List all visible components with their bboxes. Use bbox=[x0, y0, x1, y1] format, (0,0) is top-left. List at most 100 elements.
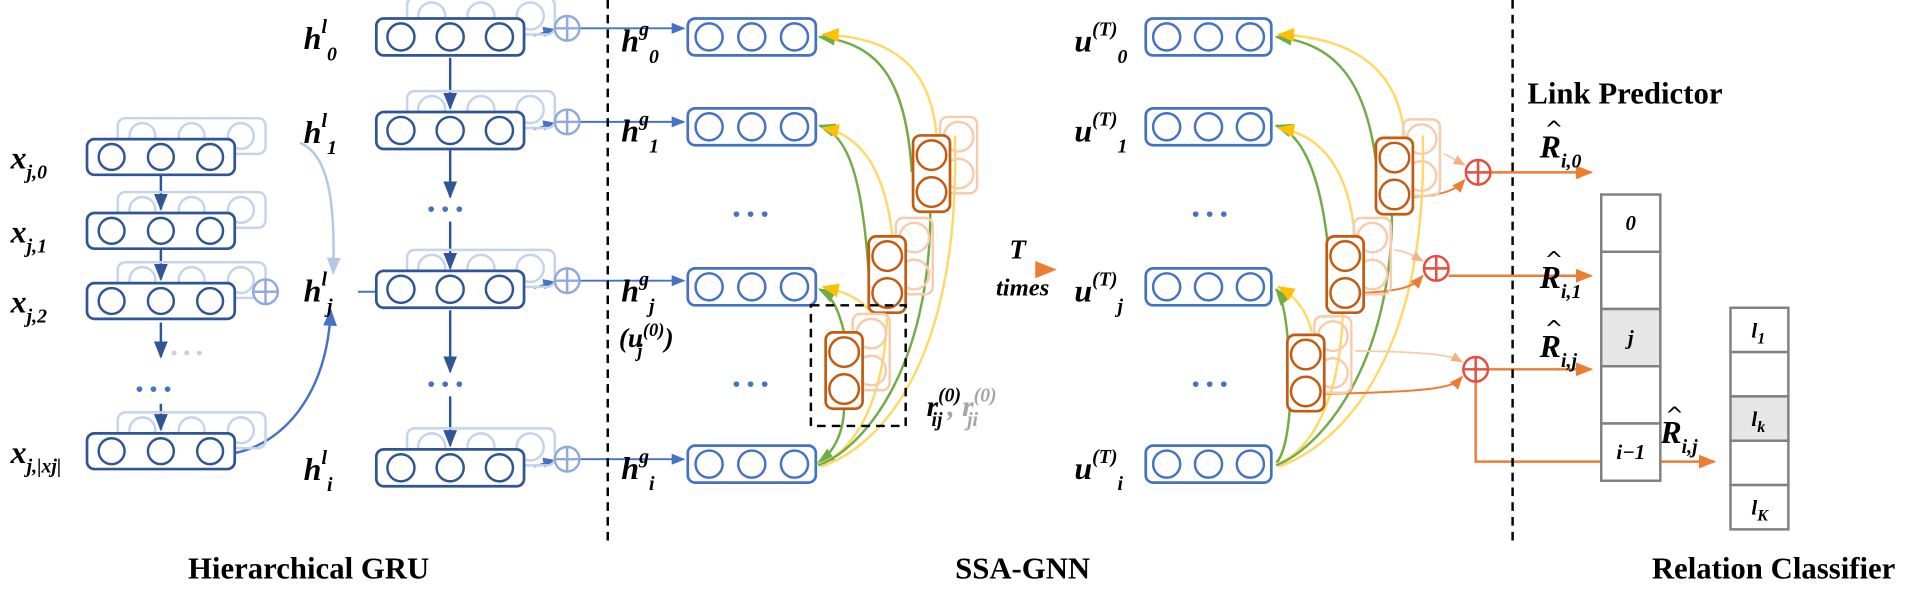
iteration-times-label: times bbox=[996, 274, 1049, 301]
neuron bbox=[1151, 112, 1182, 142]
plus-icon bbox=[1464, 158, 1492, 186]
label-base: R bbox=[1659, 414, 1681, 450]
neuron bbox=[1235, 112, 1266, 142]
edge-cell-uj bbox=[1285, 315, 1353, 413]
section-title-link-predictor: Link Predictor bbox=[1527, 76, 1722, 110]
math-label: xj,0 bbox=[10, 140, 47, 184]
local-hidden-vector bbox=[374, 89, 557, 151]
math-label: hlj bbox=[304, 269, 333, 318]
label-base: u bbox=[1074, 450, 1092, 486]
label-sub: 1 bbox=[1117, 136, 1127, 158]
hat-icon: ^ bbox=[1665, 402, 1684, 428]
neuron bbox=[694, 272, 724, 302]
global-node-vector bbox=[686, 444, 818, 484]
neuron bbox=[1289, 338, 1322, 371]
plus-icon bbox=[1462, 355, 1490, 383]
vector-box bbox=[374, 17, 526, 57]
neuron bbox=[386, 115, 416, 146]
updated-node-vector bbox=[1144, 17, 1273, 57]
neuron bbox=[97, 142, 126, 172]
neuron bbox=[146, 437, 176, 466]
arrow bbox=[817, 288, 846, 333]
label-sup: l bbox=[321, 16, 327, 38]
math-label: hl1 bbox=[304, 110, 337, 159]
edge-representation-label: r(0)ij, r(0)ji bbox=[927, 384, 997, 431]
relation-label-sub: K bbox=[1756, 508, 1769, 525]
label-sub: j,2 bbox=[24, 306, 47, 328]
math-label: xj,|xj| bbox=[10, 434, 62, 478]
ghost-neuron bbox=[515, 432, 545, 462]
label-base: x bbox=[10, 284, 27, 320]
label-sup: g bbox=[638, 446, 649, 468]
neuron bbox=[1329, 276, 1362, 310]
label-base: h bbox=[304, 20, 322, 56]
neuron bbox=[1378, 178, 1411, 211]
math-label: xj,2 bbox=[10, 284, 47, 328]
label-sub: 0 bbox=[327, 43, 337, 65]
label-base: R bbox=[1539, 328, 1561, 364]
edge-cell bbox=[1325, 235, 1365, 315]
plus-icon bbox=[1422, 254, 1450, 282]
math-label: hli bbox=[304, 447, 333, 496]
label-sub: i,0 bbox=[1561, 150, 1581, 172]
neuron bbox=[1151, 272, 1182, 302]
neuron bbox=[871, 276, 904, 310]
label-sup: (T) bbox=[1092, 446, 1117, 468]
arrow bbox=[234, 308, 337, 455]
label-base: x bbox=[10, 434, 27, 470]
ellipsis-icon: ••• bbox=[1190, 204, 1232, 227]
labels-layer: xj,0xj,1xj,2xj,|xj|••••••hl0hl1hljhli•••… bbox=[10, 16, 1698, 496]
neuron bbox=[484, 453, 515, 483]
arrow bbox=[821, 283, 870, 311]
label-base: u bbox=[1074, 273, 1092, 309]
neuron bbox=[195, 216, 225, 245]
local-hidden-vector bbox=[374, 0, 557, 57]
label-base: h bbox=[304, 451, 322, 487]
updated-node-vector bbox=[1144, 267, 1273, 307]
neuron bbox=[195, 437, 225, 466]
relation-classifier-cell bbox=[1729, 483, 1790, 531]
label-base: x bbox=[10, 214, 27, 250]
neuron bbox=[484, 274, 515, 305]
neuron bbox=[146, 142, 176, 172]
plus-cross bbox=[554, 446, 580, 472]
arrow bbox=[1274, 31, 1379, 173]
math-label: hg1 bbox=[621, 109, 659, 158]
plus-cross bbox=[1463, 357, 1488, 382]
vector-box bbox=[374, 110, 526, 151]
neuron bbox=[484, 115, 515, 146]
section-title-relation-classifier: Relation Classifier bbox=[1652, 552, 1896, 586]
label-sub: j bbox=[324, 296, 333, 318]
input-word-vector bbox=[85, 411, 267, 471]
neuron bbox=[386, 453, 416, 483]
neuron bbox=[915, 139, 948, 172]
neuron bbox=[195, 142, 225, 172]
edge-cell bbox=[867, 235, 908, 315]
ghost-ellipsis-icon: ••• bbox=[169, 344, 207, 364]
arrow bbox=[817, 31, 914, 173]
neuron bbox=[828, 373, 861, 406]
vector-box bbox=[85, 431, 237, 471]
vector-box bbox=[85, 281, 237, 321]
arrow bbox=[1443, 153, 1466, 166]
neuron bbox=[1193, 449, 1224, 479]
input-word-vector bbox=[85, 116, 267, 177]
plus-icon bbox=[553, 14, 581, 42]
relation-cell-label: l1 bbox=[1751, 318, 1765, 347]
label-sup: l bbox=[321, 110, 327, 132]
arrow bbox=[816, 408, 846, 464]
ellipsis-icon: ••• bbox=[425, 373, 467, 396]
neuron bbox=[97, 286, 126, 316]
neuron bbox=[779, 22, 810, 52]
neuron bbox=[737, 449, 767, 479]
label-base: h bbox=[621, 450, 639, 486]
neuron bbox=[386, 22, 416, 52]
global-node-vector bbox=[686, 106, 818, 147]
arrow bbox=[1324, 375, 1464, 395]
neuron bbox=[1235, 449, 1266, 479]
neuron bbox=[1193, 22, 1224, 52]
ellipsis-icon: ••• bbox=[731, 204, 773, 227]
label-base: R bbox=[1539, 259, 1561, 295]
input-word-vector bbox=[85, 260, 267, 321]
link-predictor-cell bbox=[1600, 193, 1662, 253]
